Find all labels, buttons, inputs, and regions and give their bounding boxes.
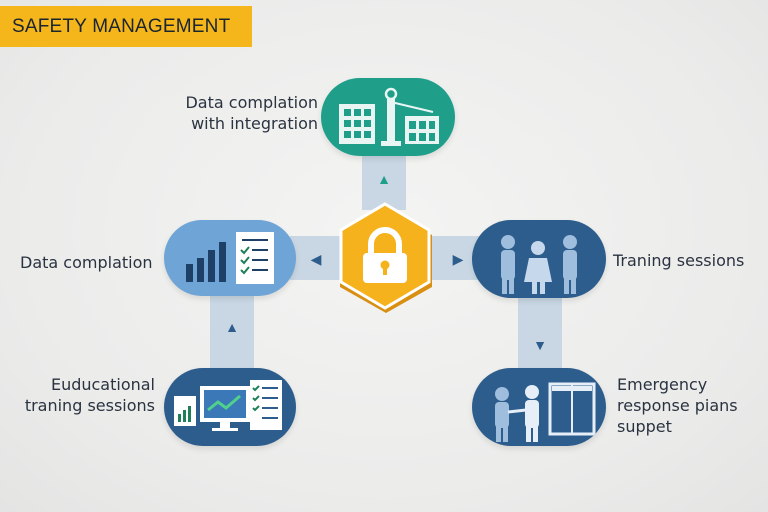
buildings-icon	[339, 87, 439, 146]
arrow-right-icon: ▶	[452, 251, 464, 267]
bar-chart-checklist-icon	[186, 232, 274, 284]
node-right-label: Traning sessions	[613, 251, 745, 270]
central-hub	[339, 202, 432, 313]
handshake-door-icon	[495, 382, 596, 442]
arrow-up-icon: ▲	[377, 171, 391, 187]
monitor-checklist-icon	[174, 380, 282, 431]
padlock-icon	[363, 227, 407, 283]
node-top-label: Data complation with integration	[185, 93, 318, 133]
connector-left-vertical	[210, 292, 254, 372]
node-top	[321, 78, 455, 156]
node-bottom-right	[472, 368, 606, 446]
arrow-up-icon: ▲	[225, 319, 239, 335]
node-right	[472, 220, 606, 298]
connector-left	[290, 236, 340, 280]
node-bottom-left	[164, 368, 296, 446]
node-left-label: Data complation	[20, 253, 153, 272]
connector-top	[362, 150, 406, 210]
arrow-down-icon: ▼	[533, 337, 547, 353]
arrow-left-icon: ◀	[310, 251, 322, 267]
node-bottom-right-label: Emergency response pians suppet	[617, 375, 738, 436]
connector-right-vertical	[518, 292, 562, 372]
page-title: SAFETY MANAGEMENT	[0, 6, 252, 47]
node-left	[164, 220, 296, 296]
people-group-icon	[501, 235, 577, 294]
node-bottom-left-label: Euducational traning sessions	[24, 375, 155, 415]
